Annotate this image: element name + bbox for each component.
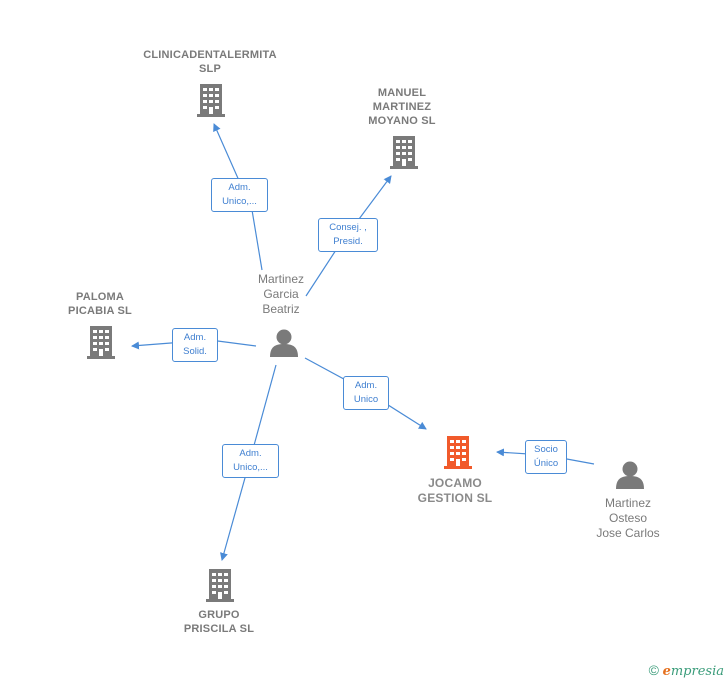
edge-label-jocamo[interactable]: Adm. Unico: [343, 376, 389, 410]
person-label-josecarlos[interactable]: Martinez Osteso Jose Carlos: [596, 496, 660, 540]
company-label-grupo[interactable]: GRUPO PRISCILA SL: [183, 609, 255, 635]
brand-logo-text: mpresia: [670, 664, 724, 679]
building-icon[interactable]: [197, 84, 225, 117]
brand-logo-e: e: [662, 664, 671, 679]
person-icon[interactable]: [616, 461, 644, 490]
brand-footer: © empresia: [649, 662, 724, 679]
person-label-beatriz[interactable]: Martinez Garcia Beatriz: [257, 272, 304, 316]
building-icon[interactable]: [87, 326, 115, 359]
edge-label-clinica[interactable]: Adm. Unico,...: [211, 178, 268, 212]
edge-label-socio[interactable]: Socio Único: [525, 440, 567, 474]
edge-label-manuel[interactable]: Consej. , Presid.: [318, 218, 378, 252]
building-icon[interactable]: [444, 436, 472, 469]
company-label-clinica[interactable]: CLINICADENTALERMITA SLP: [143, 49, 277, 75]
edge-label-grupo[interactable]: Adm. Unico,...: [222, 444, 279, 478]
company-label-jocamo[interactable]: JOCAMO GESTION SL: [417, 476, 493, 505]
company-label-paloma[interactable]: PALOMA PICABIA SL: [68, 291, 132, 317]
copyright-symbol: ©: [648, 662, 659, 678]
person-icon[interactable]: [270, 329, 298, 358]
building-icon[interactable]: [206, 569, 234, 602]
edge-label-paloma[interactable]: Adm. Solid.: [172, 328, 218, 362]
company-label-manuel[interactable]: MANUEL MARTINEZ MOYANO SL: [368, 87, 436, 127]
building-icon[interactable]: [390, 136, 418, 169]
